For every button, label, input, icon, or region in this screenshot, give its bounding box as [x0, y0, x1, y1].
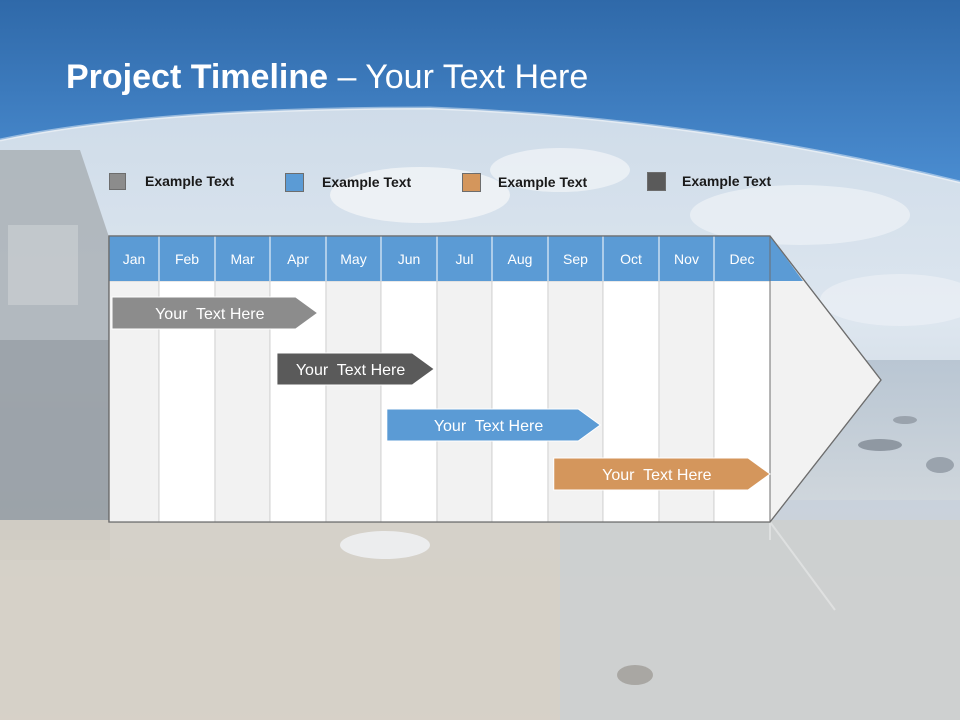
timeline-arrow-outline — [108, 235, 882, 523]
month-column-may — [325, 280, 382, 523]
legend-swatch — [285, 172, 304, 192]
month-label-jun: Jun — [398, 251, 421, 267]
task-bar-2 — [276, 352, 436, 386]
page-title: Project Timeline – Your Text Here — [66, 58, 588, 97]
month-label-sep: Sep — [563, 251, 588, 267]
legend-label: Example Text — [145, 173, 235, 189]
month-label-apr: Apr — [287, 251, 309, 267]
legend-item: Example Text — [109, 171, 234, 191]
legend-label: Example Text — [322, 174, 412, 190]
legend-label: Example Text — [682, 173, 772, 189]
legend-swatch — [462, 172, 481, 192]
month-column-jul — [436, 280, 493, 523]
legend-item: Example Text — [462, 172, 587, 192]
month-header-band — [109, 236, 770, 281]
month-column-jun — [380, 280, 438, 523]
reflection-line — [109, 521, 836, 611]
task-label-1: Your Text Here — [155, 306, 265, 323]
legend-label: Example Text — [498, 174, 588, 190]
legend-swatch — [109, 172, 126, 190]
month-label-feb: Feb — [175, 251, 199, 267]
legend-item: Example Text — [647, 171, 771, 191]
task-label-2: Your Text Here — [296, 362, 406, 379]
task-label-4: Your Text Here — [602, 467, 712, 484]
month-label-mar: Mar — [230, 251, 254, 267]
task-bar-4 — [553, 457, 771, 491]
month-label-nov: Nov — [674, 251, 699, 267]
month-label-jul: Jul — [456, 251, 474, 267]
month-label-aug: Aug — [508, 251, 533, 267]
legend-item: Example Text — [285, 172, 411, 192]
task-bar-3 — [386, 408, 602, 442]
month-label-jan: Jan — [123, 251, 146, 267]
month-label-dec: Dec — [730, 251, 755, 267]
task-bar-1 — [111, 296, 319, 330]
month-label-may: May — [340, 251, 366, 267]
title-bold: Project Timeline — [66, 58, 329, 96]
title-rest: – Your Text Here — [328, 58, 589, 96]
month-column-aug — [491, 280, 549, 523]
task-label-3: Your Text Here — [434, 418, 544, 435]
legend-swatch — [647, 171, 666, 191]
timeline-reflection — [109, 521, 836, 611]
month-label-oct: Oct — [620, 251, 642, 267]
